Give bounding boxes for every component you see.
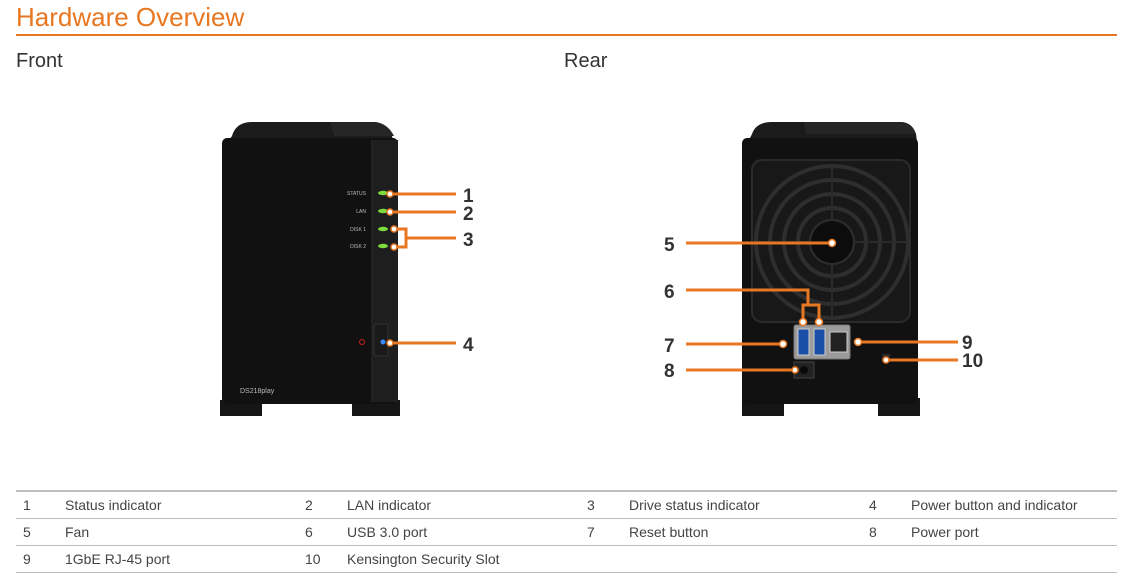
legend-num: 1 xyxy=(16,490,65,519)
component-legend-table: 1 Status indicator 2 LAN indicator 3 Dri… xyxy=(16,490,1117,573)
title-divider xyxy=(16,34,1117,36)
table-row: 9 1GbE RJ-45 port 10 Kensington Security… xyxy=(16,545,1117,573)
legend-label xyxy=(911,545,1117,573)
legend-label: LAN indicator xyxy=(347,490,580,519)
legend-num: 4 xyxy=(862,490,911,519)
hardware-illustration: STATUS LAN DISK 1 DISK 2 DS218play 1 2 3… xyxy=(220,122,983,416)
legend-label: Fan xyxy=(65,518,298,546)
legend-num: 8 xyxy=(862,518,911,546)
led-label-status: STATUS xyxy=(347,191,367,197)
front-section-label: Front xyxy=(16,50,63,72)
callout-1: 1 xyxy=(463,186,474,207)
legend-num: 10 xyxy=(298,545,347,573)
status-led xyxy=(378,190,388,196)
table-row: 5 Fan 6 USB 3.0 port 7 Reset button 8 Po… xyxy=(16,518,1117,546)
rj45-port xyxy=(829,331,848,353)
legend-num xyxy=(580,545,629,573)
legend-label: Reset button xyxy=(629,518,862,546)
rear-section-label: Rear xyxy=(564,50,608,72)
usb-port-2 xyxy=(813,328,826,356)
rear-device xyxy=(742,122,920,416)
legend-num: 6 xyxy=(298,518,347,546)
front-device: STATUS LAN DISK 1 DISK 2 DS218play xyxy=(220,122,400,416)
disk2-led xyxy=(378,243,388,249)
legend-num: 3 xyxy=(580,490,629,519)
legend-num: 5 xyxy=(16,518,65,546)
legend-label: Power port xyxy=(911,518,1117,546)
lan-led xyxy=(378,208,388,214)
rear-callout-lines xyxy=(686,241,958,372)
legend-label: Power button and indicator xyxy=(911,490,1117,519)
legend-label: USB 3.0 port xyxy=(347,518,580,546)
power-icon xyxy=(359,339,365,345)
front-body xyxy=(222,138,398,404)
legend-label: 1GbE RJ-45 port xyxy=(65,545,298,573)
legend-num xyxy=(862,545,911,573)
led-label-disk1: DISK 1 xyxy=(350,227,366,233)
front-callout-lines xyxy=(390,192,456,345)
callout-7: 7 xyxy=(664,336,675,357)
legend-label: Drive status indicator xyxy=(629,490,862,519)
legend-num: 9 xyxy=(16,545,65,573)
table-row: 1 Status indicator 2 LAN indicator 3 Dri… xyxy=(16,490,1117,519)
callout-8: 8 xyxy=(664,361,675,382)
led-label-lan: LAN xyxy=(356,209,366,215)
callout-10: 10 xyxy=(962,351,983,372)
callout-3: 3 xyxy=(463,230,474,251)
power-led xyxy=(380,339,386,345)
power-button xyxy=(373,323,389,357)
page-title: Hardware Overview xyxy=(16,2,245,32)
front-side-panel xyxy=(372,140,398,402)
legend-label: Status indicator xyxy=(65,490,298,519)
callout-4: 4 xyxy=(463,335,474,356)
led-label-disk2: DISK 2 xyxy=(350,244,366,250)
legend-label: Kensington Security Slot xyxy=(347,545,580,573)
legend-num: 2 xyxy=(298,490,347,519)
usb-port-1 xyxy=(797,328,810,356)
callout-2: 2 xyxy=(463,204,474,225)
model-label: DS218play xyxy=(240,388,275,395)
callout-6: 6 xyxy=(664,282,675,303)
disk1-led xyxy=(378,226,388,232)
callout-5: 5 xyxy=(664,235,675,256)
legend-num: 7 xyxy=(580,518,629,546)
callout-9: 9 xyxy=(962,333,973,354)
legend-label xyxy=(629,545,862,573)
